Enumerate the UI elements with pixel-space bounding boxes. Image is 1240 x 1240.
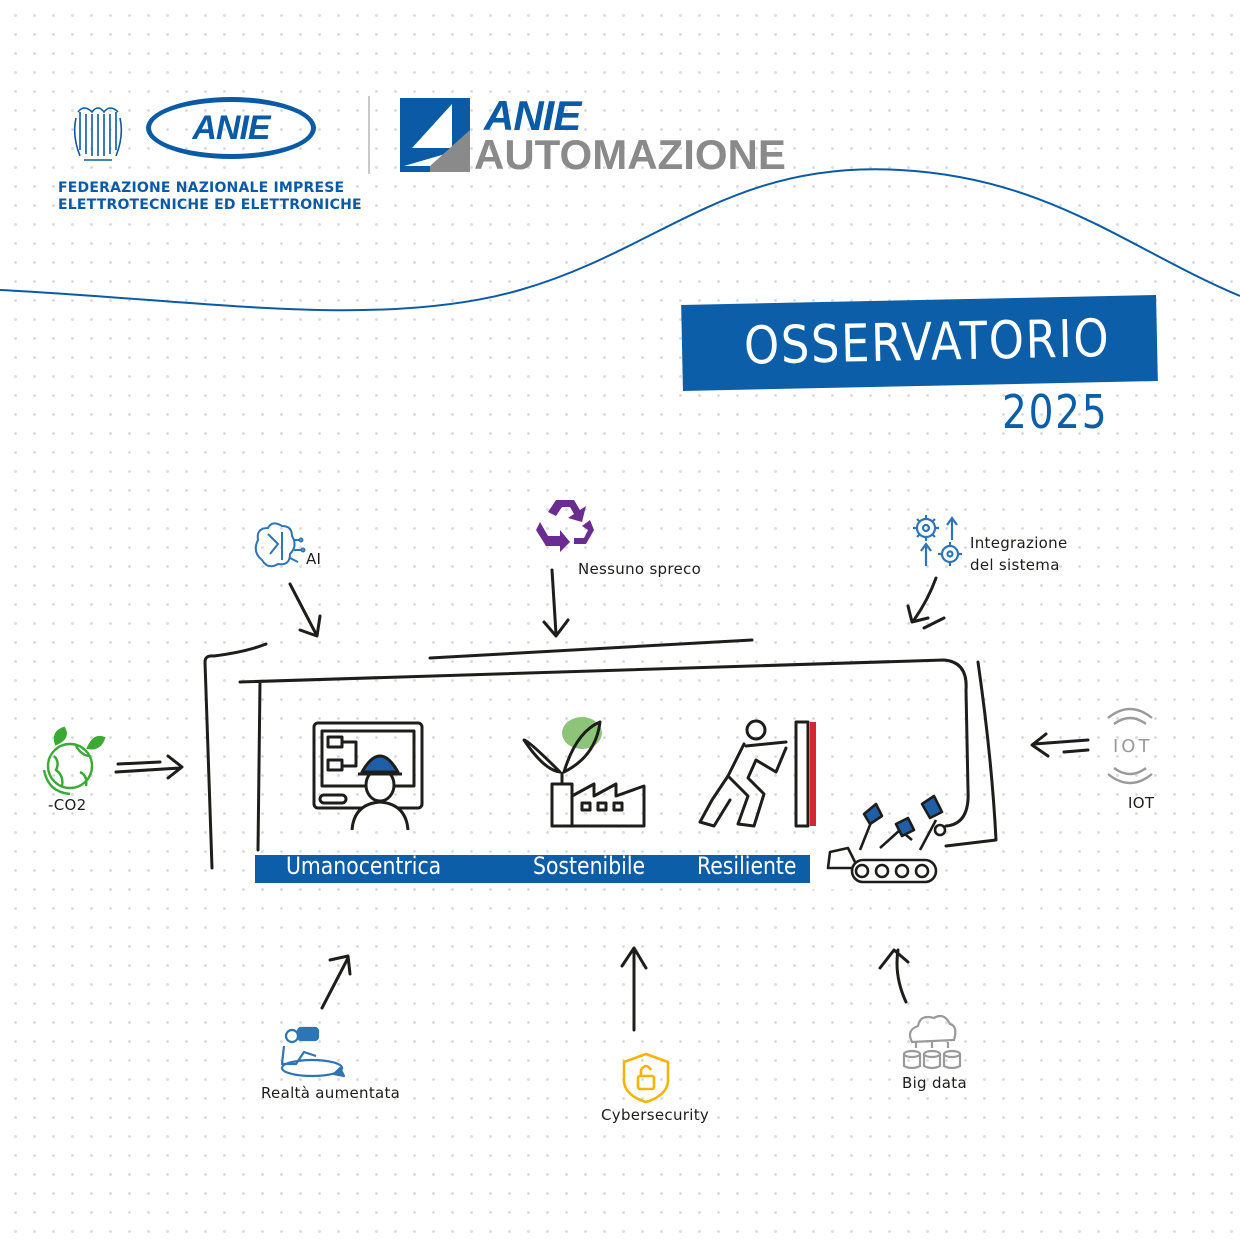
arrow-integration	[906, 576, 946, 630]
pillar-human-label: Umanocentrica	[286, 852, 442, 880]
green-factory-icon	[522, 717, 646, 828]
gears-arrows-icon	[913, 515, 962, 566]
driver-ar-label: Realtà aumentata	[261, 1084, 401, 1102]
pillars-bar	[255, 855, 810, 883]
arrow-co2	[114, 754, 184, 780]
title-year: 2025	[1002, 385, 1109, 439]
cloud-database-icon	[902, 1014, 962, 1070]
engineer-control-panel-icon	[312, 721, 424, 831]
brain-circuit-icon	[254, 522, 306, 568]
shield-lock-icon	[622, 1052, 670, 1104]
driver-integration-label: Integrazione del sistema	[970, 532, 1067, 576]
brand-logo-bottom: AUTOMAZIONE	[474, 131, 786, 178]
arrow-ai	[288, 582, 322, 638]
arrow-no-waste	[542, 568, 570, 638]
vr-headset-icon	[280, 1026, 346, 1078]
driver-integration-line-1: Integrazione	[970, 534, 1068, 552]
brand-logo-top: ANIE	[484, 92, 581, 139]
iot-icon-text: IOT	[1113, 736, 1153, 757]
driver-co2-label: -CO2	[48, 796, 87, 814]
federation-name-line-2: ELETTROTECNICHE ED ELETTRONICHE	[58, 197, 362, 213]
arrow-bigdata	[878, 948, 910, 1004]
driver-integration-line-2: del sistema	[970, 556, 1060, 574]
arrow-ar	[320, 954, 352, 1010]
recycle-icon	[536, 500, 594, 552]
driver-bigdata-label: Big data	[902, 1074, 967, 1092]
outer-frame-top	[428, 638, 754, 660]
eco-globe-icon	[42, 726, 106, 796]
driver-iot-label: IOT	[1128, 794, 1155, 812]
pillar-resilient-label: Resiliente	[697, 852, 797, 880]
federation-logo-text: ANIE	[192, 108, 270, 147]
outer-frame-left	[203, 642, 268, 870]
wireless-iot-icon	[1107, 707, 1153, 785]
driver-cyber-label: Cybersecurity	[601, 1106, 710, 1124]
robot-arm-tracks-icon	[810, 794, 947, 890]
inner-frame	[238, 658, 970, 852]
logo-divider	[368, 96, 370, 174]
arrow-cyber	[620, 946, 648, 1032]
outer-frame-right	[944, 660, 998, 848]
pillar-sustainable-label: Sostenibile	[533, 852, 646, 880]
federation-oval-logo: ANIE	[146, 97, 316, 159]
driver-no-waste-label: Nessuno spreco	[578, 560, 702, 578]
federation-name: FEDERAZIONE NAZIONALE IMPRESE ELETTROTEC…	[58, 180, 362, 214]
federation-name-line-1: FEDERAZIONE NAZIONALE IMPRESE	[58, 180, 345, 196]
driver-ai-label: AI	[306, 550, 322, 568]
person-pushing-wall-icon	[698, 719, 816, 828]
arrow-iot	[1030, 732, 1090, 758]
